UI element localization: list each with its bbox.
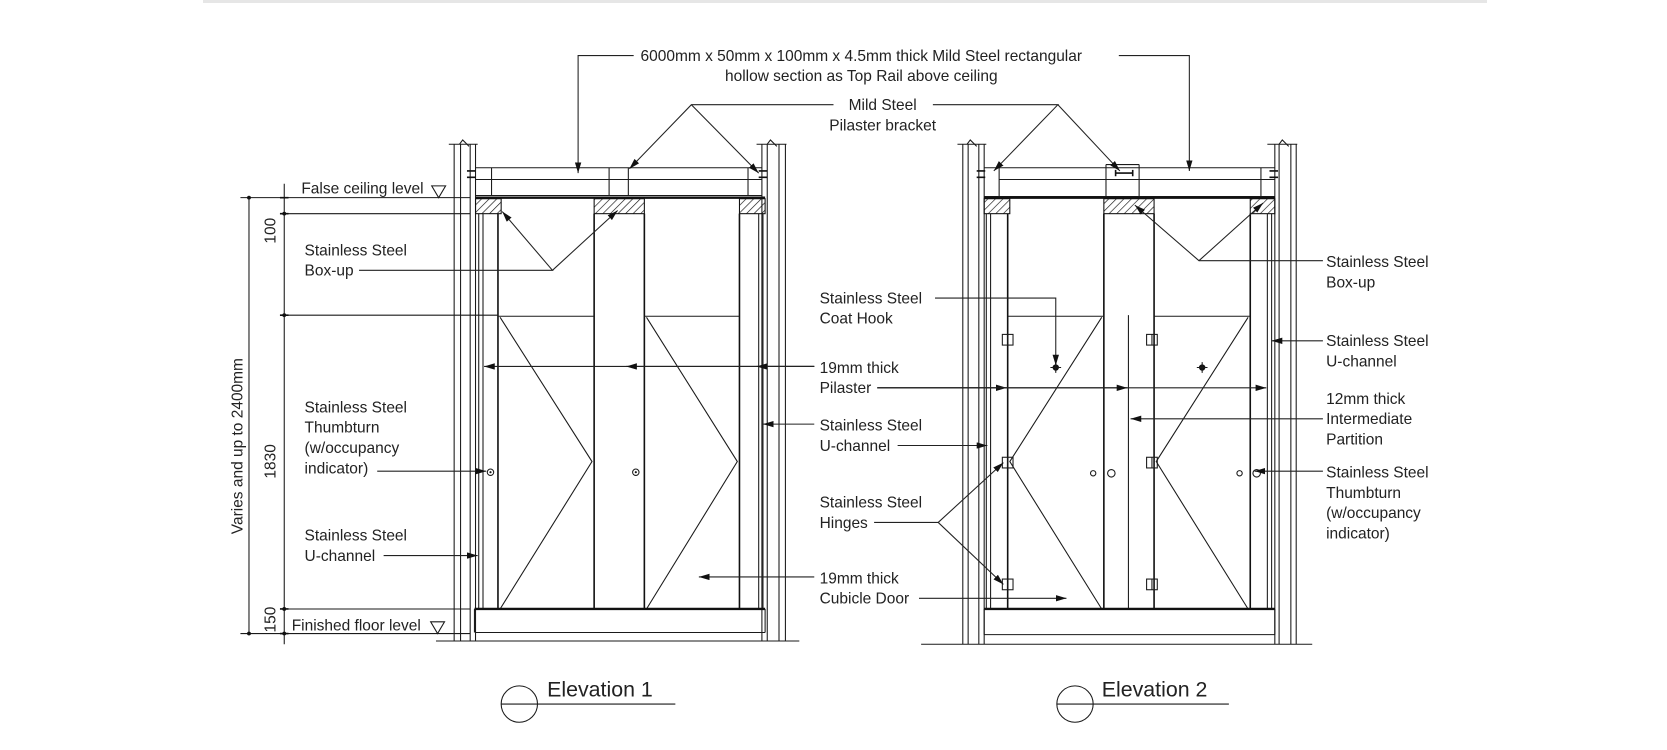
box-up [474, 198, 502, 215]
right-wall [1267, 139, 1298, 645]
floor [435, 608, 800, 642]
door-2-swing [1155, 317, 1249, 610]
hinges [1001, 333, 1158, 591]
dim-overall: Varies and up to 2400mm [230, 358, 247, 534]
level-triangle-icon [429, 621, 446, 635]
thumbturn-icon [1089, 469, 1261, 478]
dim-1830: 1830 [263, 444, 280, 478]
false-ceiling-label: False ceiling level [301, 180, 423, 197]
right-wall [756, 139, 787, 642]
box-up [738, 198, 766, 215]
thumbturn-icon [632, 468, 640, 476]
left-wall [448, 139, 478, 642]
top-rail [984, 163, 1275, 199]
box-up [1103, 198, 1155, 215]
dim-150: 150 [263, 607, 280, 633]
floor [921, 608, 1313, 645]
top-rail-label: 6000mm x 50mm x 100mm x 4.5mm thick Mild… [641, 48, 1083, 85]
thumbturn-icon [486, 468, 495, 476]
box-up [593, 198, 645, 215]
dim-100: 100 [263, 218, 280, 244]
u-channels [985, 213, 1273, 609]
elevation-1-title: Elevation 1 [500, 678, 676, 723]
elevation-2-title: Elevation 2 [1056, 678, 1229, 723]
dimensions: 100 1830 150 Varies and up to 2400mm [230, 183, 498, 645]
top-rail [475, 167, 766, 199]
svg-text:Elevation 2: Elevation 2 [1102, 678, 1208, 702]
door-1-swing [1009, 317, 1103, 610]
box-up [983, 198, 1011, 215]
left-wall [957, 139, 987, 645]
level-triangle-icon [430, 185, 447, 199]
pilasters [1006, 213, 1252, 609]
u-channels [478, 213, 764, 609]
top-border [203, 0, 1487, 3]
svg-text:Elevation 1: Elevation 1 [547, 678, 653, 702]
door-2-swing [646, 317, 738, 610]
finished-floor-label: Finished floor level [292, 617, 421, 634]
elevation-1: 100 1830 150 Varies and up to 2400mm Fal… [230, 139, 800, 645]
door-1-swing [499, 317, 593, 610]
pilasters [497, 213, 741, 609]
